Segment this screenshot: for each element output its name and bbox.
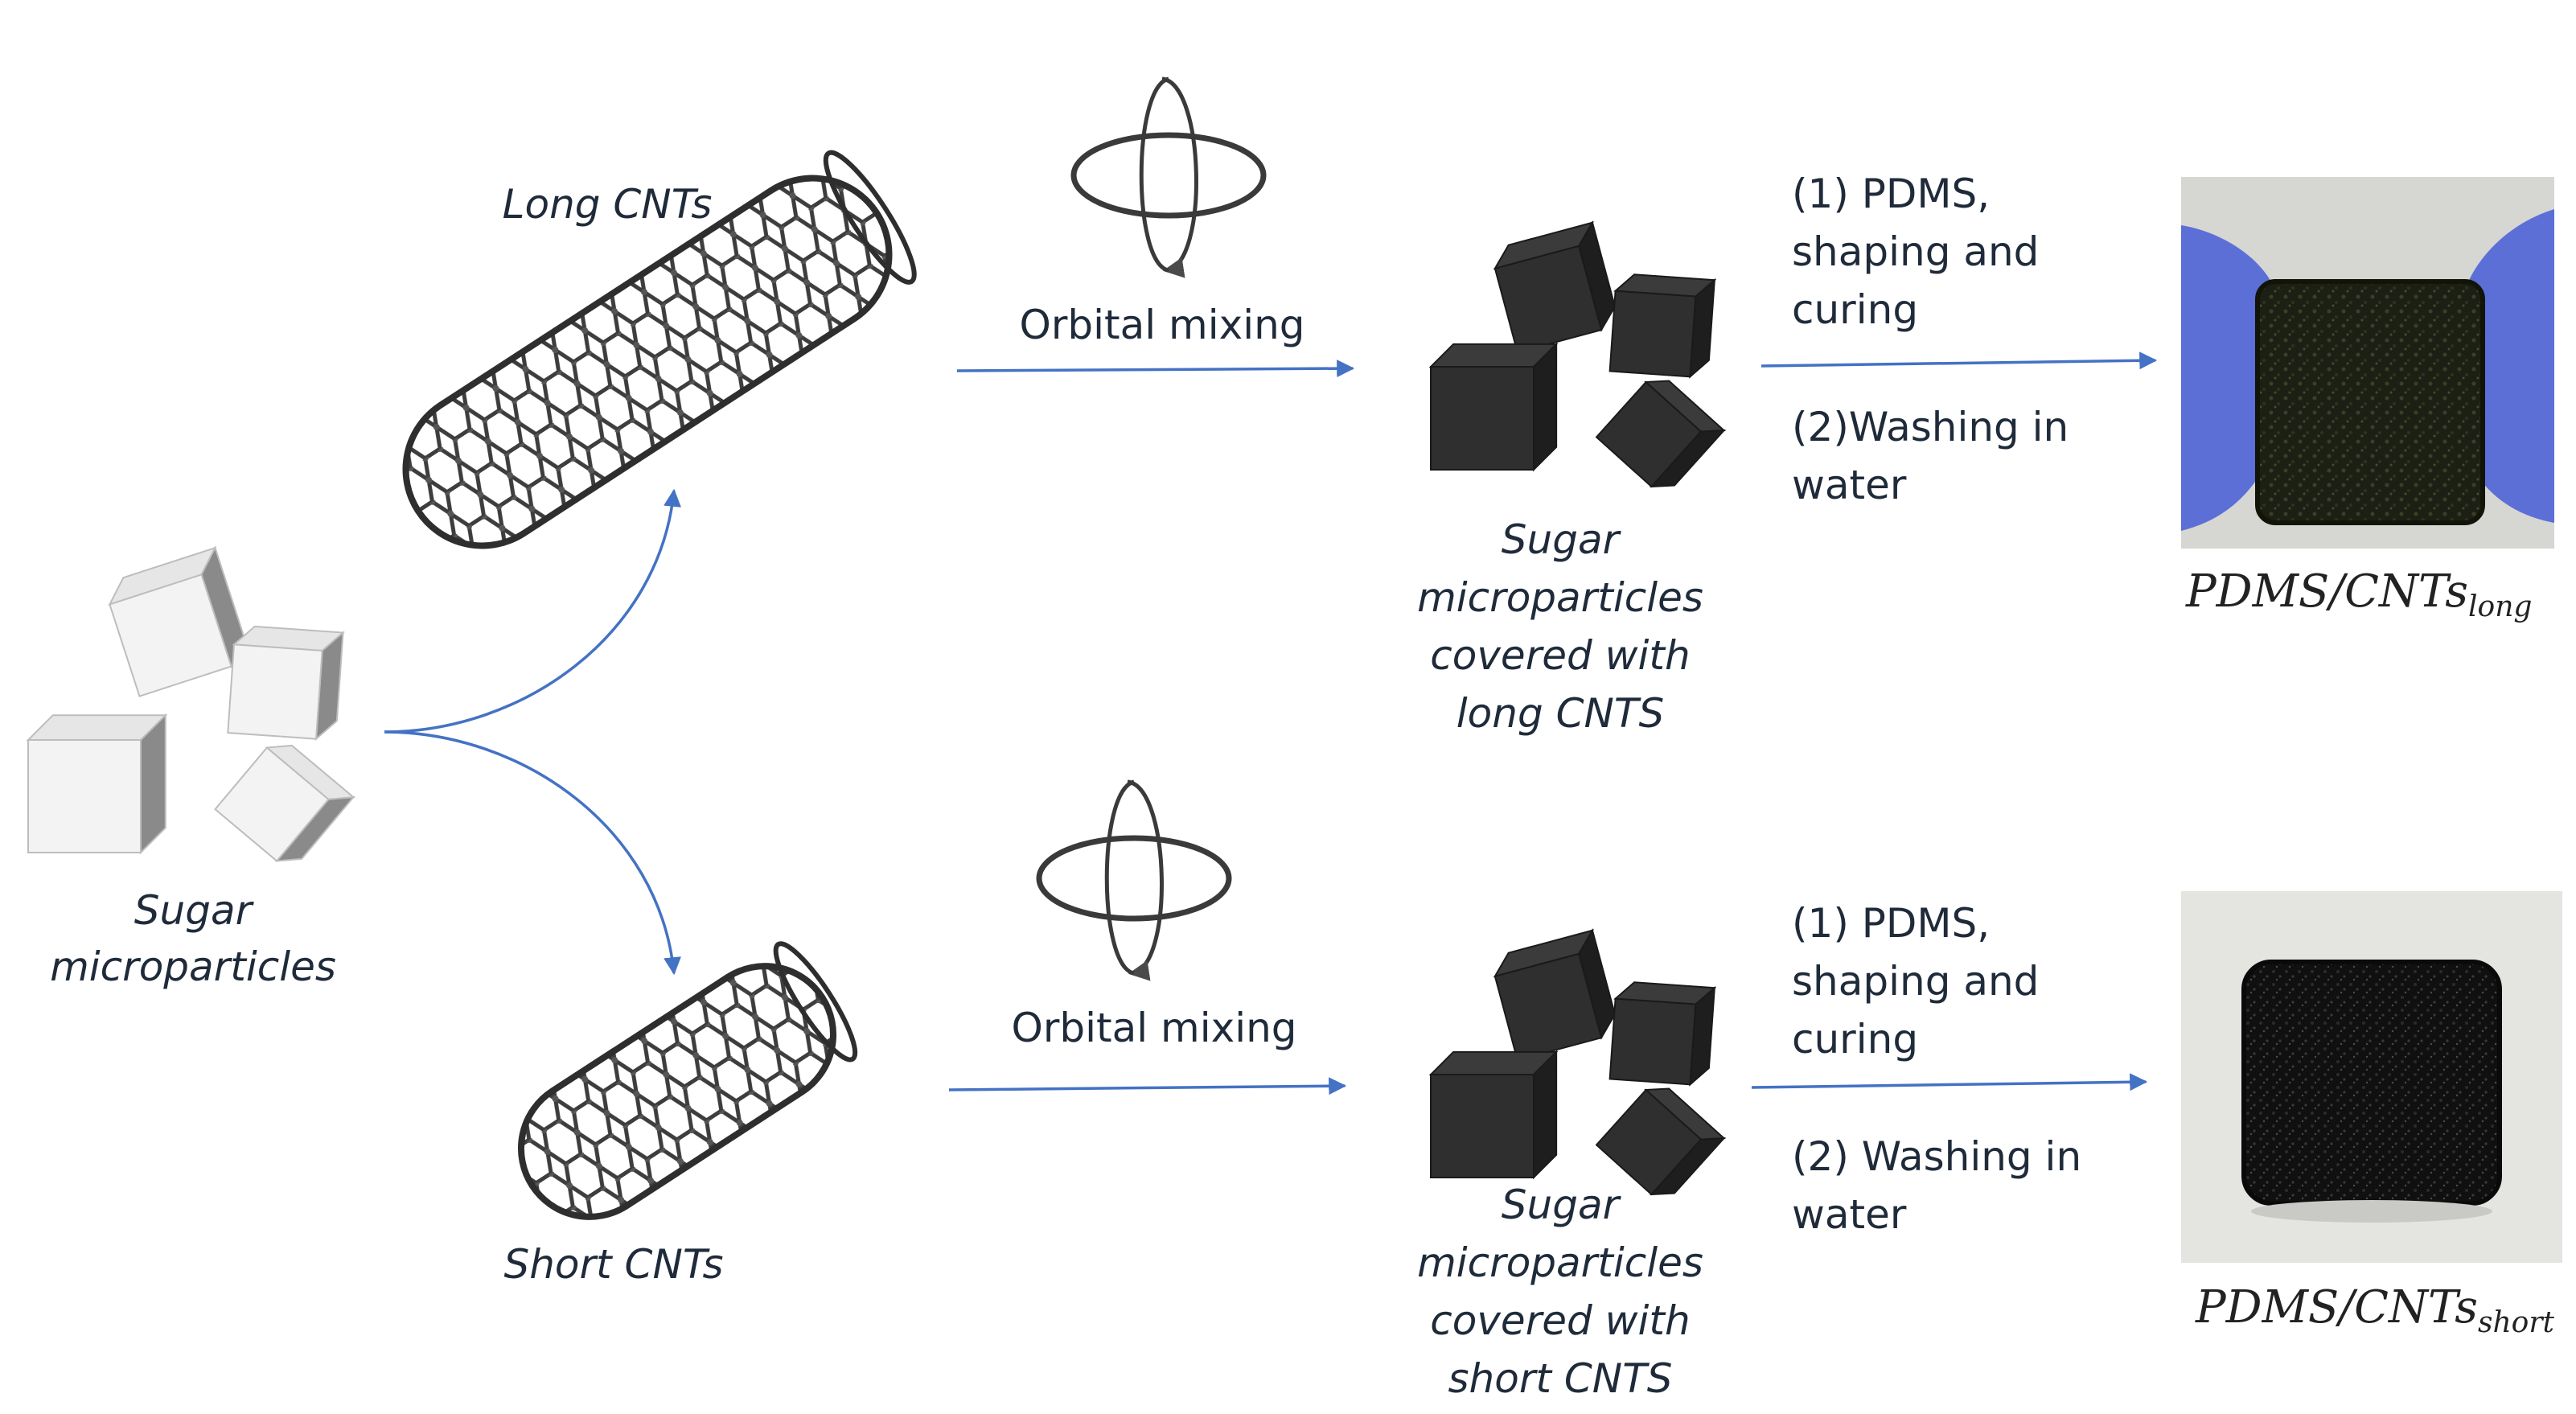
label-covered-long: Sugar microparticles covered with long C… xyxy=(1417,516,1703,737)
label-sugar-microparticles: Sugar microparticles xyxy=(50,887,336,990)
cube-icon xyxy=(1428,1050,1559,1180)
cube-icon xyxy=(1595,1087,1727,1196)
cube-icon xyxy=(1595,380,1727,488)
label-steps-top-2: (2)Washing in water xyxy=(1792,404,2069,508)
cube-icon xyxy=(1493,220,1617,354)
label-long-cnts: Long CNTs xyxy=(502,181,713,228)
short-nanotube-icon xyxy=(517,941,858,1220)
cube-icon xyxy=(26,713,168,855)
cube-icon xyxy=(1608,273,1717,379)
branch-arrow-down xyxy=(384,730,681,976)
rotation-icon xyxy=(1070,76,1267,278)
photo-pdms-cnts-long xyxy=(2181,177,2554,549)
mixing-arrow-bottom xyxy=(948,1077,1347,1095)
label-steps-bottom-1: (1) PDMS, shaping and curing xyxy=(1792,900,2040,1063)
cube-icon xyxy=(214,744,355,862)
label-steps-top-1: (1) PDMS, shaping and curing xyxy=(1792,171,2040,333)
long-nanotube-icon xyxy=(402,150,917,549)
cube-icon xyxy=(1428,342,1559,472)
label-product-long: PDMS/CNTslong xyxy=(2186,565,2533,623)
cube-icon xyxy=(1493,928,1617,1062)
pdms-arrow-bottom xyxy=(1751,1073,2148,1091)
branch-arrow-up xyxy=(384,488,681,734)
cube-icon xyxy=(1608,981,1717,1087)
cnt-covered-cubes-long xyxy=(1428,220,1727,488)
cnt-covered-cubes-short xyxy=(1428,928,1727,1196)
sugar-microparticles-cubes xyxy=(26,545,355,862)
label-short-cnts: Short CNTs xyxy=(503,1241,724,1288)
label-product-short: PDMS/CNTsshort xyxy=(2196,1281,2555,1339)
mixing-arrow-top xyxy=(956,360,1355,378)
label-covered-short: Sugar microparticles covered with short … xyxy=(1417,1182,1703,1402)
cube-icon xyxy=(227,625,346,742)
cube-icon xyxy=(108,545,246,697)
label-orbital-mixing-top: Orbital mixing xyxy=(1019,302,1305,348)
rotation-icon xyxy=(1036,779,1232,981)
photo-pdms-cnts-short xyxy=(2181,891,2562,1263)
label-orbital-mixing-bottom: Orbital mixing xyxy=(1011,1005,1297,1051)
label-steps-bottom-2: (2) Washing in water xyxy=(1792,1133,2082,1238)
pdms-arrow-top xyxy=(1760,351,2158,370)
